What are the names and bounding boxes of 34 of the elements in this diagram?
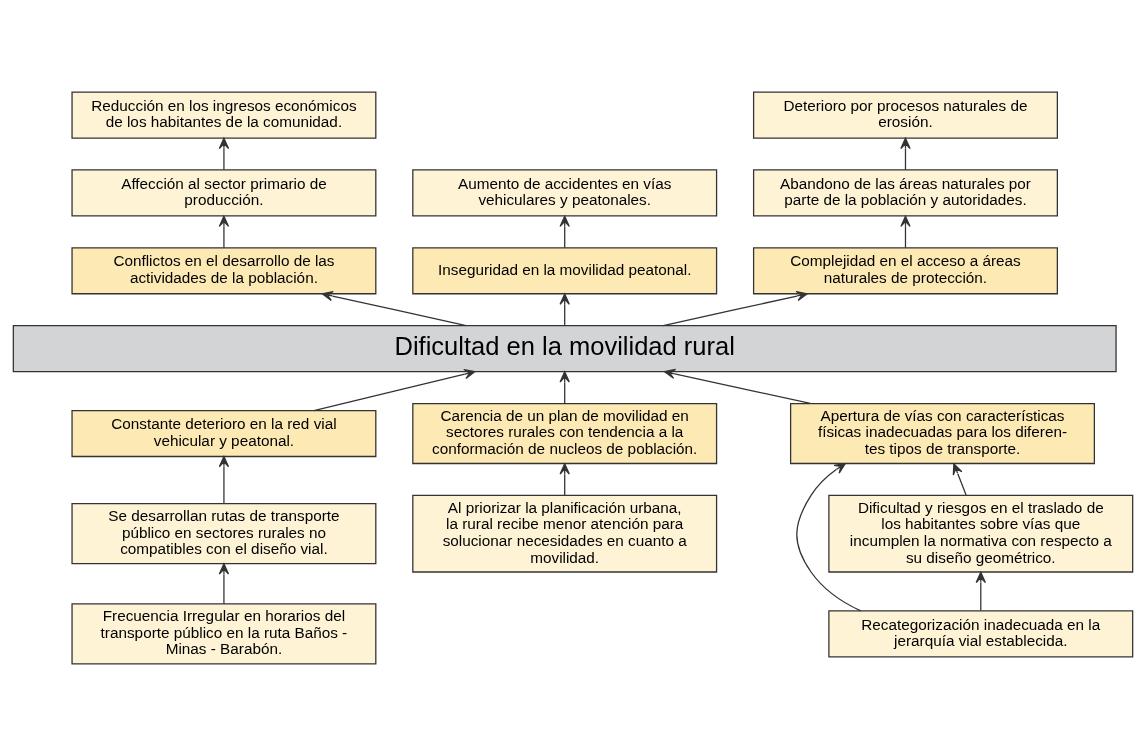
arrow — [975, 571, 986, 612]
arrow — [796, 463, 862, 612]
arrow — [559, 463, 570, 496]
node-box: Conflictos en el desarrollo de las actividades de la población. — [71, 247, 377, 295]
arrow — [559, 215, 570, 249]
arrow — [313, 368, 476, 412]
arrow — [559, 371, 570, 405]
node-box: Complejidad en el acceso a áreas naturales de protección. — [752, 247, 1058, 295]
arrow — [662, 290, 808, 327]
node-box: Inseguridad en la movilidad peatonal. — [412, 247, 718, 295]
arrow — [900, 137, 911, 171]
node-box: Frecuencia Irregular en horarios del transporte público en la ruta Baños - Minas - Barabón. — [71, 603, 377, 665]
node-box: Recategorización inadecuada en la jerarquía vial establecida. — [828, 610, 1134, 658]
node-box: Dificultad y riesgos en el traslado de los habitantes sobre vías que incumplen la normativa con respecto a su diseño geométrico. — [828, 494, 1134, 573]
arrow — [218, 563, 230, 605]
arrow — [559, 293, 570, 327]
node-box: Apertura de vías con características físicas inadecuadas para los diferen- tes tipos de transporte. — [789, 402, 1096, 465]
arrow — [218, 455, 230, 505]
node-box: Aumento de accidentes en vías vehiculares y peatonales. — [412, 169, 718, 217]
arrow — [952, 463, 967, 496]
node-box: Reducción en los ingresos económicos de los habitantes de la comunidad. — [71, 91, 377, 139]
arrow — [218, 137, 230, 171]
node-box: Constante deterioro en la red vial vehicular y peatonal. — [71, 409, 377, 458]
node-box: Se desarrollan rutas de transporte público en sectores rurales no compatibles con el diseño vial. — [71, 503, 377, 565]
node-box: Affección al sector primario de producción. — [71, 169, 377, 217]
arrow — [321, 290, 467, 327]
node-box: Dificultad en la movilidad rural — [12, 325, 1117, 373]
arrow — [218, 215, 230, 249]
node-box: Abandono de las áreas naturales por parte de la población y autoridades. — [752, 169, 1058, 217]
node-box: Carencia de un plan de movilidad en sectores rurales con tendencia a la conformación de nucleos de población. — [412, 402, 718, 465]
arrow — [900, 215, 911, 249]
node-box: Deterioro por procesos naturales de erosión. — [752, 91, 1058, 139]
node-box: Al priorizar la planificación urbana, la rural recibe menor atención para solucionar necesidades en cuanto a movilidad. — [412, 494, 718, 573]
arrow — [663, 368, 811, 405]
